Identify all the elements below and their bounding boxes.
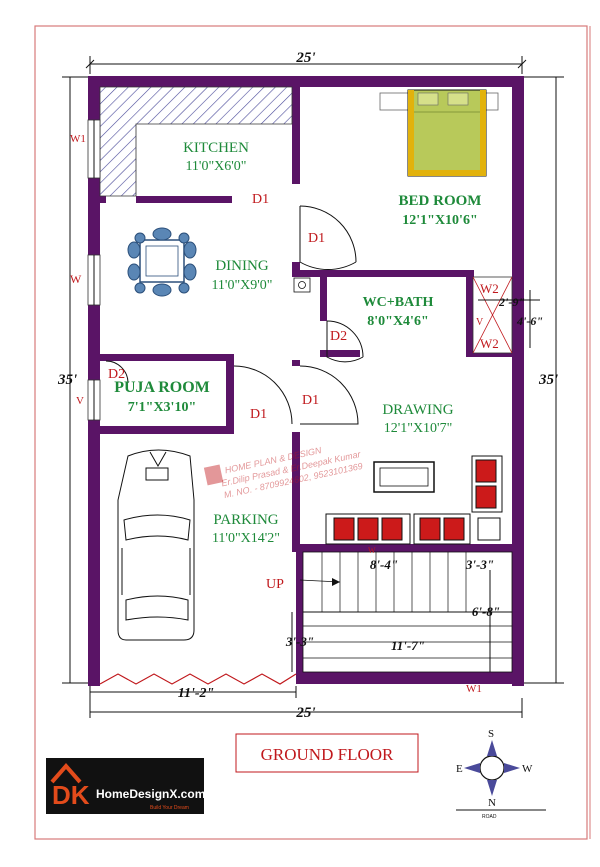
svg-text:3'-3": 3'-3" — [285, 634, 314, 649]
puja-name: PUJA ROOM — [114, 379, 210, 396]
drawing-name: DRAWING — [382, 402, 453, 418]
doors — [105, 205, 364, 425]
dining-name: DINING — [215, 258, 268, 274]
bedroom-name: BED ROOM — [399, 193, 482, 209]
door-labels: D1 D1 D2 D2 D1 D1 — [108, 192, 347, 422]
car — [117, 449, 195, 641]
compass-road: ROAD — [482, 814, 497, 820]
plan-title: GROUND FLOOR — [261, 745, 394, 764]
dim-width-top: 25' — [295, 50, 315, 66]
logo-brand: HomeDesignX.com — [96, 787, 205, 801]
gate — [99, 673, 297, 685]
logo-tagline: Build Your Dream — [150, 805, 189, 811]
svg-text:W2: W2 — [480, 336, 499, 351]
kitchen-size: 11'0"X6'0" — [185, 159, 246, 174]
svg-text:W2: W2 — [480, 281, 499, 296]
svg-text:D1: D1 — [252, 192, 269, 207]
puja-size: 7'1"X3'10" — [128, 400, 196, 415]
svg-text:D1: D1 — [308, 231, 325, 246]
svg-text:6'-8": 6'-8" — [472, 604, 500, 619]
kitchen-name: KITCHEN — [183, 140, 249, 156]
right-dimension: 35' — [524, 76, 564, 684]
compass-w: W — [522, 763, 533, 775]
bed — [379, 89, 499, 177]
svg-text:W: W — [70, 272, 82, 286]
bedroom-size: 12'1"X10'6" — [402, 213, 477, 228]
compass-s: S — [488, 728, 494, 740]
staircase: UP 8'-4" 3'-3" 6'-8" 11'-7" 3'-3" — [266, 551, 513, 673]
svg-text:D1: D1 — [302, 393, 319, 408]
bottom-dimensions: 11'-2" 25' — [89, 686, 523, 721]
svg-text:D1: D1 — [250, 407, 267, 422]
logo-letters: DK — [52, 780, 90, 810]
svg-text:D2: D2 — [108, 367, 125, 382]
svg-text:V: V — [476, 317, 484, 328]
dim-width-bottom: 25' — [295, 705, 315, 721]
room-labels: KITCHEN 11'0"X6'0" BED ROOM 12'1"X10'6" … — [114, 140, 481, 546]
dining-size: 11'0"X9'0" — [211, 278, 272, 293]
wcbath-name: WC+BATH — [363, 295, 434, 310]
stair-up-label: UP — [266, 577, 284, 592]
drawing-size: 12'1"X10'7" — [384, 421, 453, 436]
svg-text:11'-7": 11'-7" — [391, 638, 425, 653]
title-box: GROUND FLOOR — [235, 733, 419, 773]
compass: S N E W ROAD — [456, 728, 546, 820]
logo: DK HomeDesignX.com Build Your Dream — [46, 758, 205, 814]
wcbath-size: 8'0"X4'6" — [367, 314, 428, 329]
svg-text:4'-6": 4'-6" — [516, 314, 543, 328]
window-v-left: V — [76, 379, 101, 421]
watermark: HOME PLAN & DESIGN Er.Dilip Prasad & Er.… — [203, 445, 364, 500]
sink — [293, 277, 311, 293]
window-w-left: W — [70, 254, 101, 306]
svg-text:D2: D2 — [330, 329, 347, 344]
window-w1-left: W1 — [70, 119, 101, 179]
svg-text:3'-3": 3'-3" — [465, 557, 494, 572]
left-dimension: 35' — [57, 76, 90, 684]
window-w2-right: W2 W2 V — [472, 276, 513, 354]
compass-e: E — [456, 763, 463, 775]
parking-size: 11'0"X14'2" — [212, 531, 280, 546]
compass-n: N — [488, 797, 496, 809]
svg-text:V: V — [76, 395, 84, 407]
wc-dimension: 2'-9" 4'-6" — [478, 290, 543, 348]
dining-table — [127, 227, 197, 297]
dim-parking-width: 11'-2" — [178, 686, 215, 701]
top-dimension: 25' — [85, 50, 527, 74]
sofa-set — [325, 455, 503, 545]
sheet-border — [34, 25, 588, 840]
window-w1-bottom: W1 — [466, 683, 482, 695]
dim-depth-right: 35' — [538, 372, 558, 388]
kitchen-counter — [99, 86, 293, 197]
walls — [88, 76, 524, 686]
dim-depth-left: 35' — [57, 372, 77, 388]
svg-text:8'-4": 8'-4" — [370, 557, 398, 572]
svg-text:2'-9": 2'-9" — [498, 295, 525, 309]
parking-name: PARKING — [213, 512, 278, 528]
window-w-drawing: W — [368, 546, 376, 555]
svg-text:W1: W1 — [70, 133, 86, 145]
